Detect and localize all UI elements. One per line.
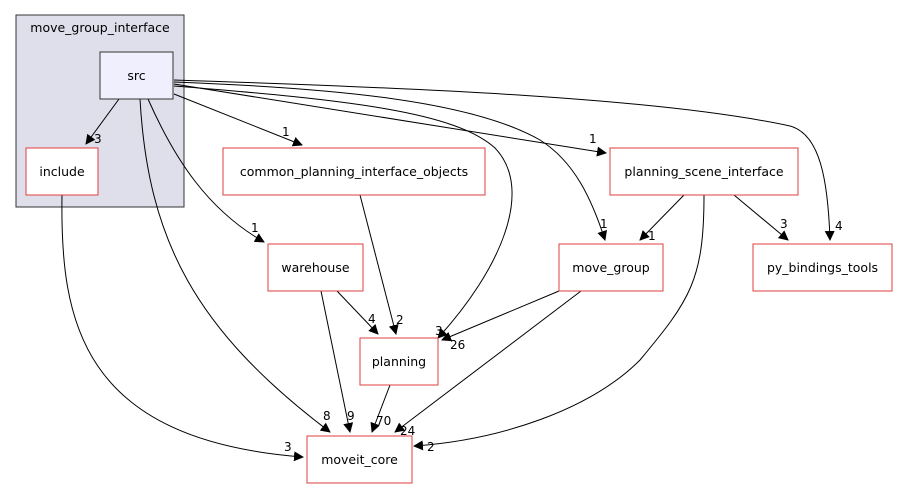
edge-weight-label: 24 bbox=[400, 424, 415, 438]
edge-include-to-moveit_core: 3 bbox=[61, 194, 304, 462]
edge-line bbox=[173, 93, 303, 147]
node-box[interactable] bbox=[558, 243, 664, 292]
node-label: include bbox=[39, 164, 85, 179]
edge-weight-label: 9 bbox=[347, 409, 355, 423]
node-box[interactable] bbox=[99, 51, 174, 100]
edge-planning-to-moveit_core: 70 bbox=[370, 384, 391, 433]
edge-weight-label: 1 bbox=[589, 132, 597, 146]
node-label: moveit_core bbox=[321, 452, 398, 467]
node-box[interactable] bbox=[359, 337, 439, 386]
node-moveit-core[interactable]: moveit_core bbox=[306, 435, 413, 484]
node-psi[interactable]: planning_scene_interface bbox=[609, 147, 799, 196]
node-pbt[interactable]: py_bindings_tools bbox=[752, 243, 893, 292]
node-planning[interactable]: planning bbox=[359, 337, 439, 386]
node-move-group[interactable]: move_group bbox=[558, 243, 664, 292]
edge-line bbox=[61, 194, 304, 462]
edge-weight-label: 3 bbox=[94, 132, 102, 146]
edge-weight-label: 2 bbox=[427, 440, 435, 454]
edge-line bbox=[394, 290, 582, 433]
edge-line bbox=[733, 194, 789, 241]
edge-src-to-warehouse: 1 bbox=[147, 98, 265, 243]
cluster-label: move_group_interface bbox=[30, 20, 170, 35]
edge-src-to-include: 3 bbox=[85, 98, 120, 146]
edge-src-to-planning: 3 bbox=[173, 85, 513, 339]
node-label: src bbox=[127, 68, 145, 83]
edge-line bbox=[85, 98, 120, 145]
edge-line bbox=[441, 290, 560, 342]
node-box[interactable] bbox=[25, 147, 99, 196]
edge-line bbox=[173, 81, 607, 241]
edge-weight-label: 26 bbox=[450, 338, 465, 352]
edge-weight-label: 4 bbox=[835, 219, 843, 233]
edge-line bbox=[336, 290, 379, 335]
edge-weight-label: 2 bbox=[396, 313, 404, 327]
node-label: warehouse bbox=[281, 260, 349, 275]
node-warehouse[interactable]: warehouse bbox=[267, 243, 364, 292]
node-box[interactable] bbox=[609, 147, 799, 196]
edge-weight-label: 1 bbox=[648, 229, 656, 243]
edge-line bbox=[320, 290, 354, 433]
edge-weight-label: 70 bbox=[376, 414, 391, 428]
node-label: common_planning_interface_objects bbox=[240, 164, 468, 179]
edge-weight-label: 3 bbox=[284, 440, 292, 454]
node-label: py_bindings_tools bbox=[767, 260, 878, 275]
node-box[interactable] bbox=[752, 243, 893, 292]
node-label: move_group bbox=[572, 260, 650, 275]
edge-weight-label: 1 bbox=[600, 217, 608, 231]
nodes: src include common_planning_interface_obje… bbox=[25, 51, 893, 484]
edge-warehouse-to-planning: 4 bbox=[336, 290, 379, 335]
edge-weight-label: 1 bbox=[251, 221, 259, 235]
edge-weight-label: 1 bbox=[282, 125, 290, 139]
node-include[interactable]: include bbox=[25, 147, 99, 196]
edge-weight-label: 3 bbox=[435, 324, 443, 338]
edge-cpio-to-planning: 2 bbox=[359, 194, 404, 335]
edge-line bbox=[173, 79, 835, 241]
edge-weight-label: 4 bbox=[368, 312, 376, 326]
edge-line bbox=[173, 83, 607, 157]
node-cpio[interactable]: common_planning_interface_objects bbox=[222, 147, 486, 196]
edge-warehouse-to-moveit_core: 9 bbox=[320, 290, 355, 433]
edge-psi-to-moveit_core: 2 bbox=[413, 194, 705, 454]
node-src[interactable]: src bbox=[99, 51, 174, 100]
node-box[interactable] bbox=[267, 243, 364, 292]
edge-src-to-pbt: 4 bbox=[173, 79, 843, 241]
edge-line bbox=[147, 98, 265, 243]
edge-line bbox=[359, 194, 399, 335]
edge-src-to-move_group: 1 bbox=[173, 81, 608, 241]
node-box[interactable] bbox=[306, 435, 413, 484]
edge-src-to-moveit_core: 8 bbox=[139, 98, 331, 433]
node-box[interactable] bbox=[222, 147, 486, 196]
edge-line bbox=[370, 384, 391, 433]
edge-line bbox=[639, 194, 685, 241]
edge-src-to-cpio: 1 bbox=[173, 93, 303, 147]
edge-psi-to-pbt: 3 bbox=[733, 194, 789, 241]
edge-line bbox=[173, 85, 513, 339]
node-label: planning bbox=[372, 354, 426, 369]
edge-move_group-to-moveit_core: 24 bbox=[394, 290, 582, 438]
edge-line bbox=[413, 194, 705, 451]
edge-src-to-psi: 1 bbox=[173, 83, 607, 157]
edge-weight-label: 3 bbox=[780, 217, 788, 231]
edge-line bbox=[139, 98, 331, 433]
edge-psi-to-move_group: 1 bbox=[639, 194, 685, 243]
node-label: planning_scene_interface bbox=[624, 164, 783, 179]
edge-weight-label: 8 bbox=[323, 409, 331, 423]
edge-move_group-to-planning: 26 bbox=[441, 290, 560, 352]
